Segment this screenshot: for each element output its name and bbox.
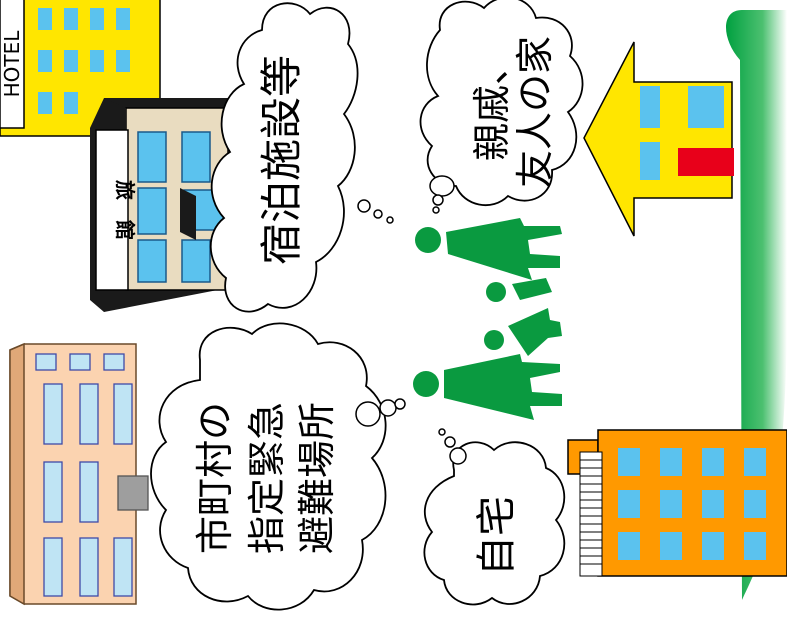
hotel-sign	[0, 0, 25, 129]
hotel-building: HOTEL	[0, 0, 161, 137]
cloud-home: 自宅	[423, 428, 566, 606]
building-entrance	[117, 475, 149, 511]
cloud-relatives: 親戚、 友人の家	[419, 0, 584, 214]
home-label: 自宅	[474, 496, 520, 576]
home-building	[567, 429, 787, 577]
ryokan-building: 旅 館	[90, 98, 231, 312]
relatives-label-line1: 親戚、	[470, 47, 514, 161]
evac-label-line2: 指定緊急	[245, 402, 289, 554]
cloud-lodging: 宿泊施設等	[209, 2, 394, 313]
ryokan-sign	[95, 129, 129, 291]
hotel-sign-text: HOTEL	[0, 30, 24, 98]
evacuation-building	[9, 342, 149, 606]
house-door	[678, 148, 734, 176]
evac-label-line3: 避難場所	[295, 402, 339, 554]
relatives-label-line2: 友人の家	[513, 36, 557, 188]
evacuee-family	[413, 218, 562, 420]
cloud-evacuation-site: 市町村の 指定緊急 避難場所	[150, 322, 406, 611]
ryokan-sign-text: 旅 館	[113, 180, 137, 240]
lodging-label: 宿泊施設等	[257, 55, 306, 265]
evac-label-line1: 市町村の	[193, 402, 237, 554]
